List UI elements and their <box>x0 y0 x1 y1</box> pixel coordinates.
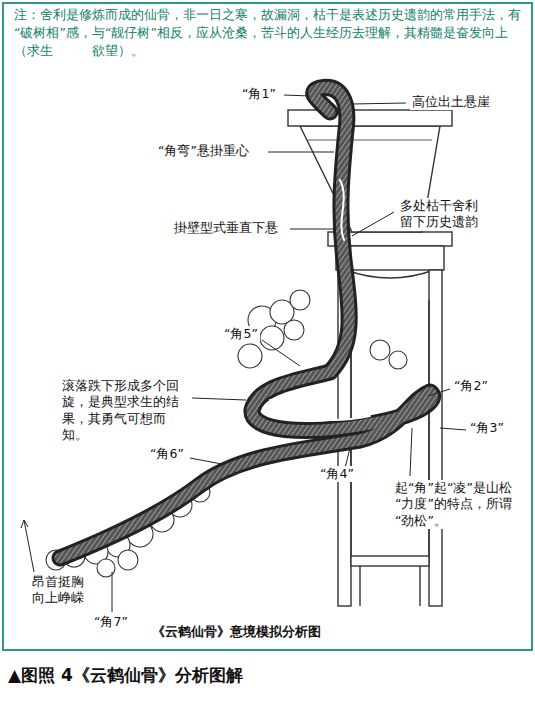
callout-number: “角2” <box>452 378 490 394</box>
note-text: 注：舍利是修炼而成的仙骨，非一日之寒，故漏洞，枯干是表述历史遗韵的常用手法，有“… <box>12 6 526 59</box>
diagram-title: 《云鹤仙骨》意境模拟分析图 <box>150 624 323 641</box>
annotation: “角弯”悬掛重心 <box>156 143 251 159</box>
trunk <box>60 87 433 558</box>
annotation: 高位出土悬崖 <box>410 94 492 110</box>
callout-number: “角7” <box>92 614 130 630</box>
callout-number: “角1” <box>240 86 278 102</box>
annotation: 起“角”起“凌”是山松“力度”的特点，所谓“劲松”。 <box>393 480 531 529</box>
callout-number: “角3” <box>468 420 506 436</box>
frame <box>3 3 532 650</box>
annotation: 多处枯干舍利留下历史遗韵 <box>398 198 486 231</box>
callout-number: “角4” <box>318 466 356 482</box>
callout-number: “角5” <box>222 326 260 342</box>
figure-caption: ▲图照 4《云鹤仙骨》分析图解 <box>6 664 245 686</box>
leader-lines <box>21 95 466 612</box>
annotation: 掛壁型式垂直下悬 <box>172 220 280 236</box>
annotation: 滚落跌下形成多个回旋，是典型求生的结果，其勇气可想而知。 <box>60 378 192 443</box>
annotation: 昂首挺胸向上峥嵘 <box>30 574 90 607</box>
callout-number: “角6” <box>148 446 186 462</box>
